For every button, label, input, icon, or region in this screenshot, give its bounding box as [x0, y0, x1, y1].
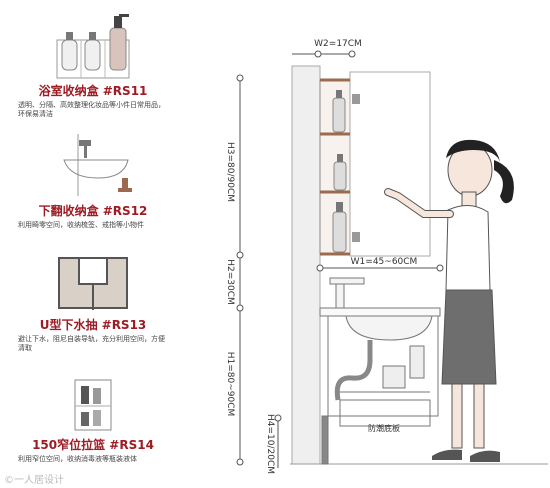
wall [291, 65, 321, 465]
h3-label: H3=80/90CM [225, 142, 235, 202]
item-title: 150窄位拉篮 #RS14 [32, 438, 154, 452]
item-desc: 利用畸零空间，收纳梳签、戒指等小物件 [18, 221, 144, 229]
faucet-basin-icon [63, 134, 132, 196]
h2-label: H2=30CM [225, 259, 235, 305]
item-title: 浴室收纳盒 #RS11 [38, 84, 148, 98]
h1-label: H1=80~90CM [225, 352, 235, 417]
item-title: U型下水抽 #RS13 [39, 318, 147, 332]
mirror-cabinet [319, 71, 431, 257]
item-rs12: 下翻收纳盒 #RS12 利用畸零空间，收纳梳签、戒指等小物件 [18, 130, 168, 230]
item-desc: 利用窄位空间，收纳消毒液等瓶装液体 [18, 455, 137, 463]
dimension-guide [236, 74, 244, 466]
vanity-cabinet [319, 307, 441, 465]
faucet [329, 277, 365, 311]
person-figure [384, 139, 514, 462]
u-drawer-icon [58, 257, 128, 310]
h4-guide [274, 414, 282, 468]
h4-label: H4=10/20CM [265, 414, 275, 474]
item-rs11: 浴室收纳盒 #RS11 透明、分隔、高效整理化妆品等小件日常用品，环保易清洁 [18, 10, 168, 119]
w2-guide [292, 50, 356, 58]
item-desc: 透明、分隔、高效整理化妆品等小件日常用品，环保易清洁 [18, 101, 165, 118]
item-rs13: U型下水抽 #RS13 避让下水，阻尼自装导轨，充分利用空间，方便清取 [18, 252, 168, 353]
w1-label: W1=45~60CM [351, 257, 418, 267]
pullout-basket-icon [74, 379, 112, 431]
w1-guide [316, 264, 444, 272]
bottles-icon [56, 14, 130, 79]
item-rs14: 150窄位拉篮 #RS14 利用窄位空间，收纳消毒液等瓶装液体 [18, 376, 168, 464]
moisture-board-label: 防潮底板 [368, 423, 400, 433]
w2-label: W2=17CM [314, 39, 362, 49]
watermark: ©一人居设计 [4, 475, 64, 486]
item-title: 下翻收纳盒 #RS12 [38, 204, 148, 218]
item-desc: 避让下水，阻尼自装导轨，充分利用空间，方便清取 [18, 335, 165, 352]
